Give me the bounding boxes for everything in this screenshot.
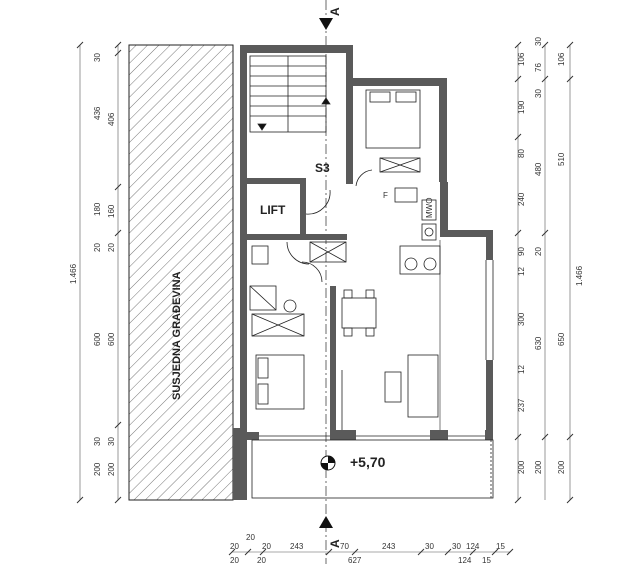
dim-text: 160 [107, 204, 116, 218]
dim-text: 300 [517, 312, 526, 326]
dim-text: 243 [382, 542, 396, 551]
dim-text: 1.466 [575, 265, 584, 286]
dim-text: 20 [534, 247, 543, 256]
dim-text: 20 [107, 243, 116, 252]
dim-text: 70 [340, 542, 349, 551]
left-inner-dimensions: 406 160 20 600 600 30 200 200 30 [93, 112, 116, 476]
dim-text: 480 [534, 162, 543, 176]
dim-text: 600 [107, 332, 116, 346]
dim-text: 510 [557, 152, 566, 166]
dim-text: 30 [93, 437, 102, 446]
dimension-ticks [76, 41, 574, 556]
neighbor-building: SUSJEDNA GRAĐEVINA [128, 44, 234, 501]
dim-text: 200 [534, 460, 543, 474]
dim-text: 200 [517, 460, 526, 474]
dim-text: 106 [517, 52, 526, 66]
dim-text: 30 [452, 542, 461, 551]
level-label: +5,70 [350, 454, 386, 470]
dim-text: 406 [107, 112, 116, 126]
section-arrow-bottom-icon [319, 516, 333, 528]
dim-text: 30 [107, 437, 116, 446]
dim-text: 20 [246, 533, 255, 542]
fridge-label: F [383, 191, 388, 200]
dim-text: 124 [466, 542, 480, 551]
section-arrow-top-icon [319, 18, 333, 30]
right-dimensions: 106 30 190 80 240 90 20 12 300 12 237 20… [517, 37, 584, 474]
level-marker: +5,70 [320, 454, 386, 471]
dim-text: 20 [230, 542, 239, 551]
dim-text: 106 [557, 52, 566, 66]
dim-text: 600 [93, 332, 102, 346]
dim-text: 76 [534, 63, 543, 72]
section-label-bottom: A [328, 539, 342, 548]
bottom-dimensions: 20 20 20 243 70 243 30 30 124 15 20 20 6… [230, 533, 505, 564]
walls [233, 45, 493, 500]
dim-text: 436 [93, 106, 102, 120]
dim-text: 90 [517, 247, 526, 256]
dim-text: 180 [93, 202, 102, 216]
dim-text: 200 [557, 460, 566, 474]
dim-text: 124 [458, 556, 472, 564]
dim-text: 630 [534, 336, 543, 350]
dim-text: 200 [93, 462, 102, 476]
dim-text: 1.466 [69, 263, 78, 284]
section-label-top: A [328, 7, 342, 16]
microwave-label: MWO [425, 198, 434, 218]
section-line: A A [319, 0, 342, 564]
dim-text: 30 [93, 53, 102, 62]
dim-text: 20 [230, 556, 239, 564]
dim-text: 15 [496, 542, 505, 551]
dim-text: 20 [257, 556, 266, 564]
dim-text: 650 [557, 332, 566, 346]
dim-text: 15 [482, 556, 491, 564]
dim-text: 20 [93, 243, 102, 252]
dim-text: 237 [517, 398, 526, 412]
dim-text: 190 [517, 100, 526, 114]
neighbor-label: SUSJEDNA GRAĐEVINA [171, 271, 183, 400]
dim-text: 30 [425, 542, 434, 551]
dim-text: 80 [517, 149, 526, 158]
dim-text: 243 [290, 542, 304, 551]
dim-text: 627 [348, 556, 362, 564]
dim-text: 30 [534, 89, 543, 98]
dimension-lines [79, 45, 571, 553]
dim-text: 12 [517, 267, 526, 276]
left-outer-dimensions: 30 436 180 20 1.466 [69, 53, 102, 284]
dim-text: 20 [262, 542, 271, 551]
dim-text: 240 [517, 192, 526, 206]
interior-lines [249, 55, 494, 499]
dim-text: 200 [107, 462, 116, 476]
stair-label: S3 [315, 161, 330, 175]
dim-text: 30 [534, 37, 543, 46]
lift-label: LIFT [260, 203, 286, 217]
dim-text: 12 [517, 365, 526, 374]
